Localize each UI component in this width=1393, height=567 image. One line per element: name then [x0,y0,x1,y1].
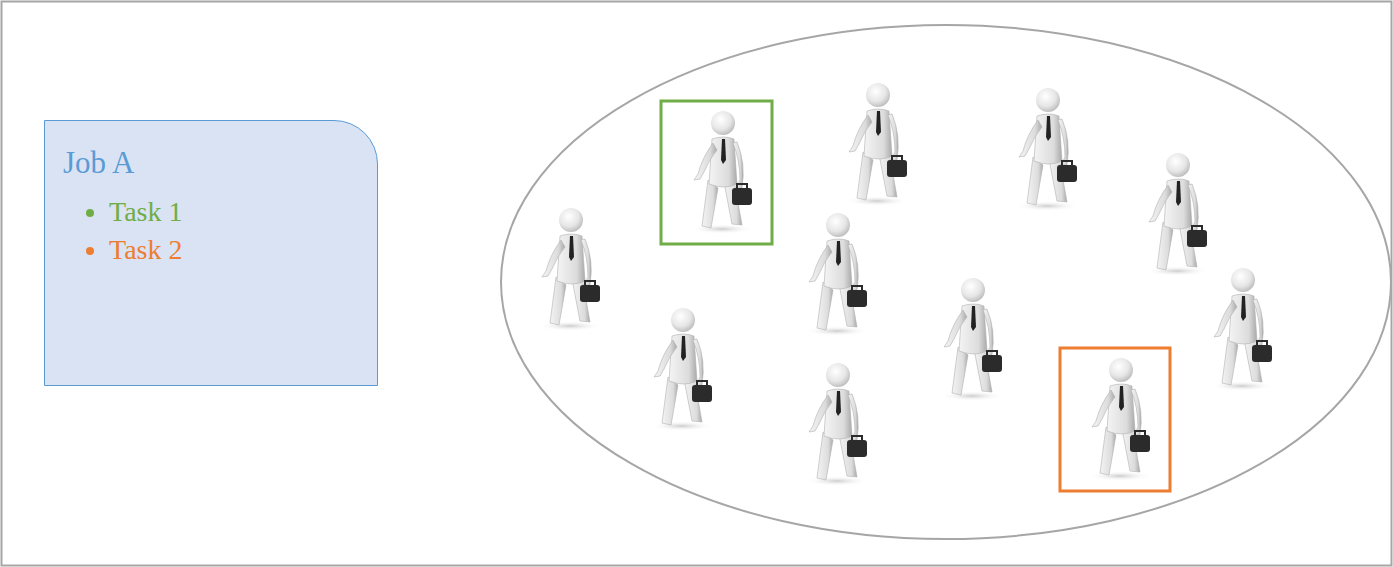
task-item: Task 2 [109,231,357,269]
group-ellipse [501,25,1391,539]
people [538,83,1274,486]
task2-highlight [1060,348,1170,491]
task1-highlight [661,101,772,244]
job-title: Job A [63,143,357,183]
task-list: Task 1Task 2 [63,193,357,269]
task-item: Task 1 [109,193,357,231]
job-box: Job A Task 1Task 2 [44,120,378,386]
